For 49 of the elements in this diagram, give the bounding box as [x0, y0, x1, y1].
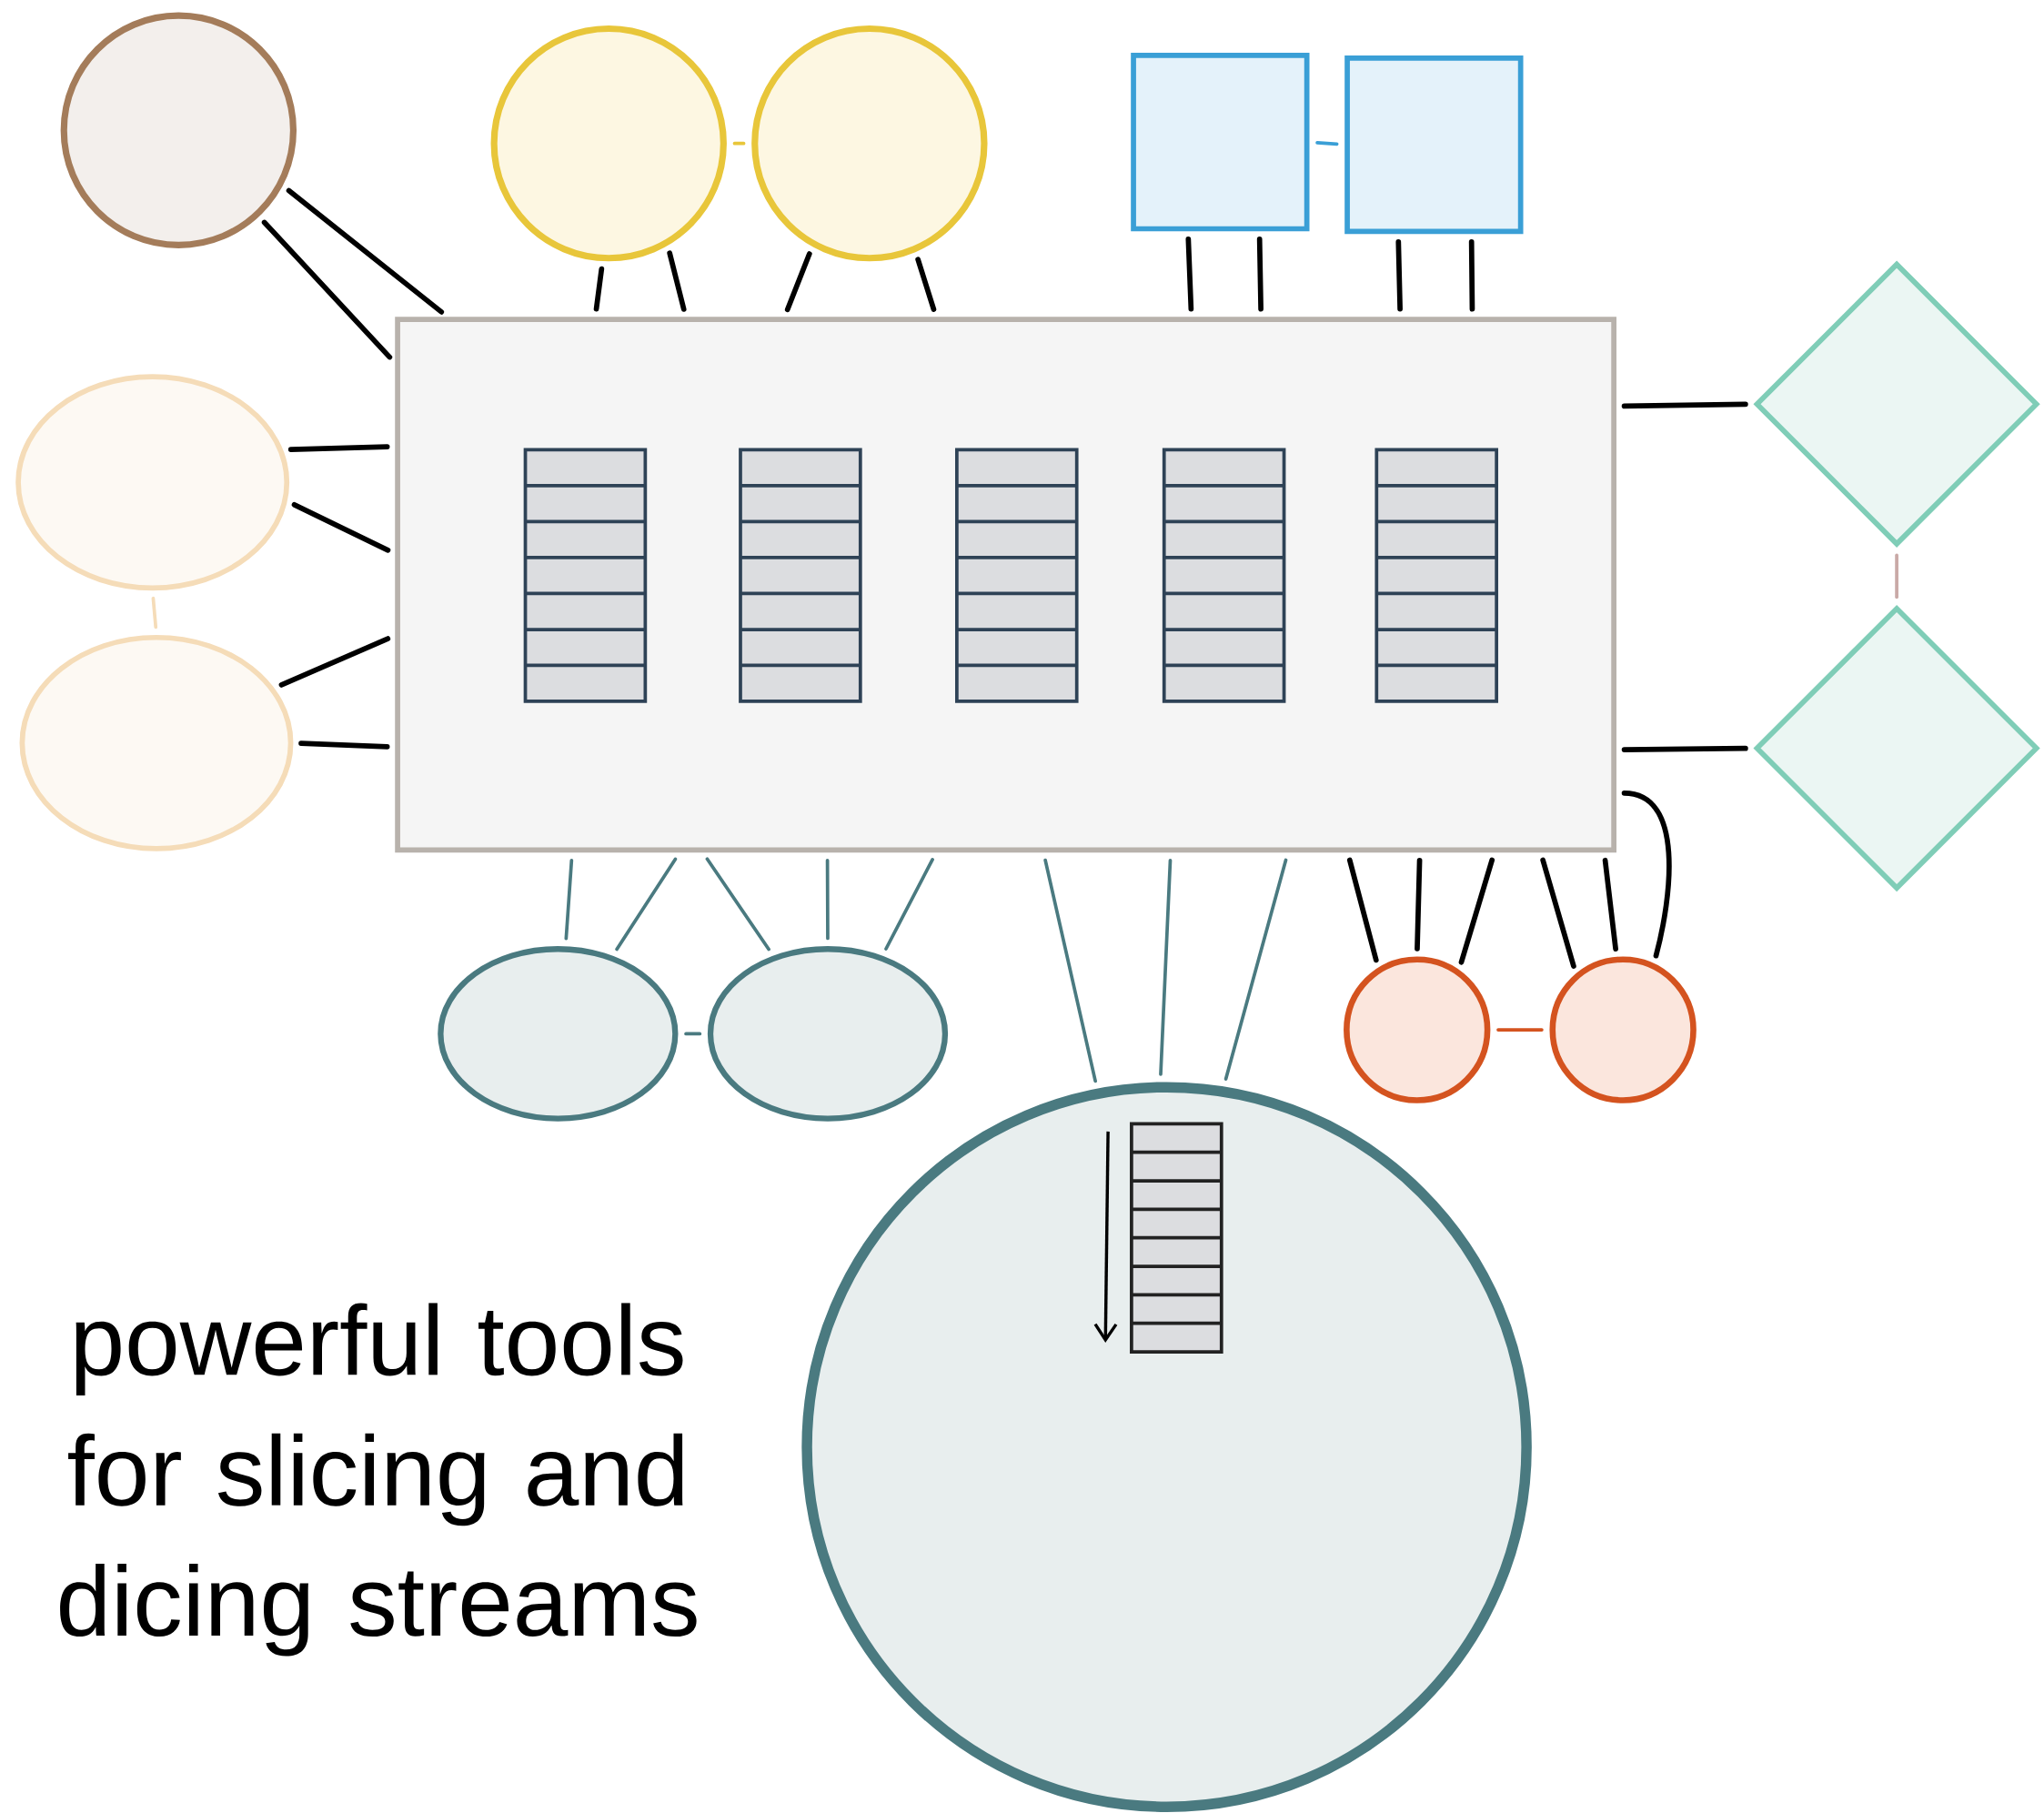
connector-line: [1496, 1028, 1544, 1032]
connector-line: [1043, 858, 1097, 1083]
connector-line: [564, 858, 574, 941]
connector-line: [1540, 857, 1576, 969]
circle: [1549, 956, 1697, 1103]
connector-line: [884, 857, 934, 951]
connector-line: [1395, 238, 1403, 312]
connector-line: [1415, 857, 1423, 952]
circle: [60, 12, 297, 248]
connector-line: [593, 266, 605, 312]
connector-line: [1458, 857, 1495, 965]
ellipse: [438, 945, 679, 1122]
connector-line: [1621, 745, 1748, 752]
connector-line: [1346, 857, 1379, 963]
circle: [751, 25, 988, 262]
box: [1131, 52, 1310, 232]
connector-line: [286, 187, 445, 315]
connector-line: [1256, 236, 1264, 312]
circle: [801, 1082, 1532, 1812]
connector-line: [705, 857, 770, 952]
box: [1344, 55, 1524, 235]
connector-line: [1159, 858, 1173, 1076]
connector-line: [667, 250, 687, 312]
connector-line: [261, 219, 393, 360]
connector-line: [732, 141, 746, 146]
connector-line: [1223, 858, 1288, 1081]
circle: [1344, 956, 1491, 1103]
connector-line: [151, 596, 158, 629]
ellipse: [15, 374, 290, 590]
connector-line: [684, 1032, 702, 1036]
connector-line: [915, 257, 937, 312]
connector-line: [298, 740, 390, 750]
connector-line: [1602, 857, 1618, 952]
connector-line: [287, 444, 390, 452]
connector-line: [1185, 236, 1194, 312]
ellipse: [707, 945, 949, 1122]
connector-line: [784, 251, 812, 312]
connector-line: [278, 636, 391, 688]
connector-line: [1621, 401, 1748, 409]
connector-line: [1621, 790, 1672, 959]
connector-line: [1468, 238, 1475, 312]
circle: [490, 25, 727, 262]
caption-text: powerful tools for slicing and dicing streams: [60, 1303, 697, 1657]
connector-line: [1315, 140, 1339, 146]
ellipse: [19, 634, 294, 851]
connector-line: [291, 501, 391, 553]
connector-line: [1895, 553, 1898, 599]
connector-line: [615, 857, 678, 952]
connector-line: [825, 858, 830, 941]
